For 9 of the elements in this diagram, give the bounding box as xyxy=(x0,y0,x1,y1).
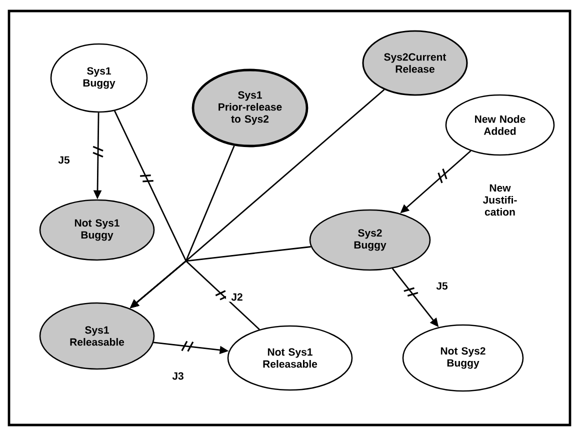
ellipse-node: Sys1 Buggy xyxy=(50,43,148,113)
ellipse-node: New Node Added xyxy=(445,94,555,156)
ellipse-node: Not Sys2 Buggy xyxy=(402,324,524,392)
edge-label: New Justifi-cation xyxy=(472,183,528,217)
edge-label: J3 xyxy=(167,371,189,381)
edge-label: J5 xyxy=(431,281,453,291)
ellipse-node: Not Sys1 Releasable xyxy=(227,325,353,391)
edge-label: J2 xyxy=(226,292,248,302)
edge-label: J5 xyxy=(53,155,75,165)
